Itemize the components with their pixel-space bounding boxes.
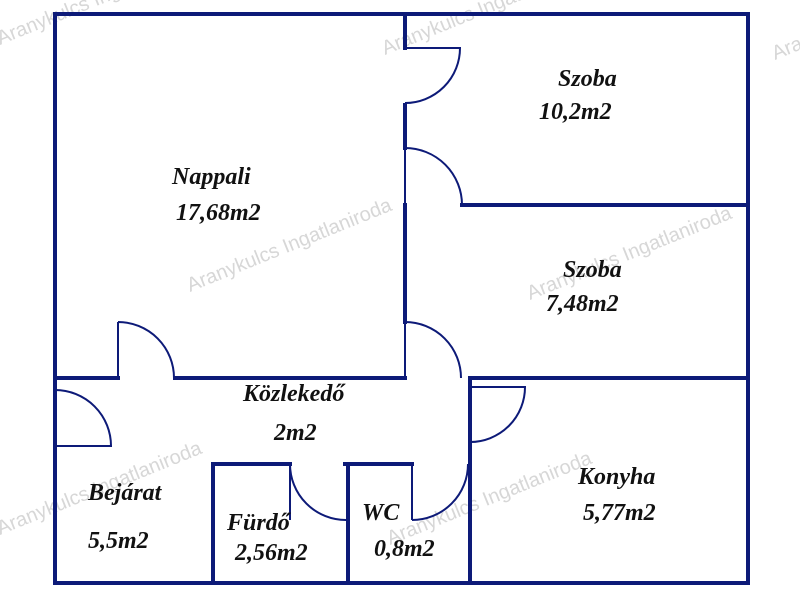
door-swing <box>411 463 469 521</box>
room-wc: WC 0,8m2 <box>362 500 435 562</box>
room-name: WC <box>362 500 400 526</box>
door-swing <box>404 321 462 379</box>
room-name: Fürdő <box>226 510 292 536</box>
room-name: Szoba <box>558 66 617 92</box>
room-name: Konyha <box>577 464 655 490</box>
room-furdo: Fürdő 2,56m2 <box>226 510 308 566</box>
room-labels: Nappali 17,68m2 Szoba 10,2m2 Szoba 7,48m… <box>87 66 656 566</box>
watermark-text: Aranykulcs Ingatlaniroda <box>769 0 800 65</box>
watermark-text: Aranykulcs Ingatlaniroda <box>0 0 206 50</box>
door-swing <box>289 463 347 521</box>
room-area: 2,56m2 <box>234 540 308 566</box>
room-szoba-1: Szoba 10,2m2 <box>539 66 617 125</box>
doors <box>54 47 527 521</box>
door-swing <box>469 386 527 443</box>
outer-wall <box>53 12 750 585</box>
room-name: Közlekedő <box>242 381 346 407</box>
watermark-text: Aranykulcs Ingatlaniroda <box>379 0 591 60</box>
watermark-text: Aranykulcs Ingatlaniroda <box>524 202 736 305</box>
door-swing <box>404 47 462 104</box>
room-area: 7,48m2 <box>546 291 619 317</box>
room-area: 2m2 <box>273 420 317 446</box>
room-area: 0,8m2 <box>374 536 435 562</box>
door-swing <box>404 147 463 206</box>
room-name: Bejárat <box>87 480 163 506</box>
room-konyha: Konyha 5,77m2 <box>577 464 656 526</box>
room-nappali: Nappali 17,68m2 <box>171 164 261 226</box>
watermark-layer: Aranykulcs Ingatlaniroda Aranykulcs Inga… <box>0 0 800 550</box>
room-bejarat: Bejárat 5,5m2 <box>87 480 163 554</box>
room-name: Nappali <box>171 164 251 190</box>
windows <box>145 12 750 548</box>
walls <box>53 12 750 585</box>
room-name: Szoba <box>563 257 622 283</box>
door-swing <box>117 321 175 379</box>
room-szoba-2: Szoba 7,48m2 <box>546 257 622 317</box>
room-kozlekedo: Közlekedő 2m2 <box>242 381 346 446</box>
room-area: 5,77m2 <box>583 500 656 526</box>
room-area: 5,5m2 <box>88 528 149 554</box>
watermark-text: Aranykulcs Ingatlaniroda <box>384 447 596 550</box>
room-area: 17,68m2 <box>176 200 261 226</box>
room-area: 10,2m2 <box>539 99 612 125</box>
door-swing <box>54 389 113 447</box>
